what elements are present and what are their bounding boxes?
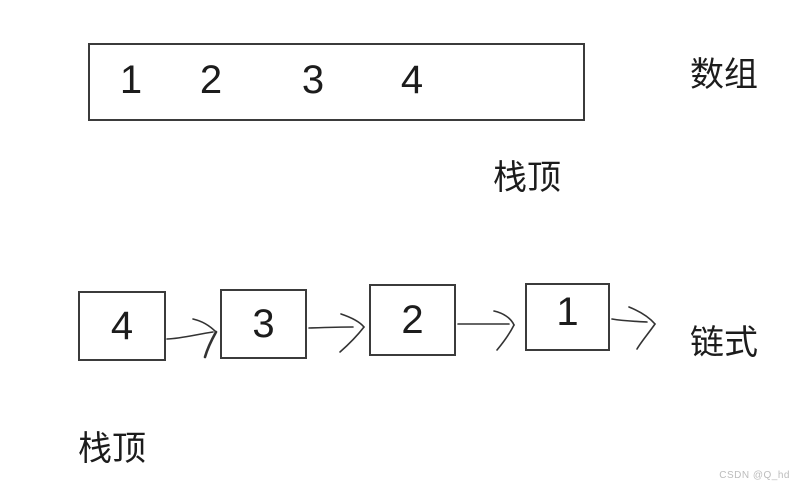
list-node: 4	[78, 291, 166, 361]
list-node: 2	[369, 284, 456, 356]
array-cell: 4	[400, 58, 424, 102]
array-stack-top-label: 栈顶	[493, 159, 561, 197]
list-node-value: 4	[110, 304, 134, 348]
arrow-node3-to-node2	[308, 313, 365, 353]
list-node-value: 3	[252, 302, 275, 346]
arrow-node1-to-end	[611, 306, 656, 350]
linked-stack-top-label: 栈顶	[78, 430, 146, 468]
list-node: 3	[220, 289, 307, 359]
array-rectangle: 1 2 3 4	[88, 43, 585, 121]
list-node-value: 2	[401, 298, 424, 342]
array-cell: 2	[199, 58, 223, 102]
array-cell: 1	[119, 58, 143, 102]
list-node-value: 1	[556, 290, 579, 334]
arrow-node2-to-node1	[457, 310, 515, 351]
linked-list-label: 链式	[690, 324, 758, 362]
list-node: 1	[525, 283, 610, 351]
array-cell: 3	[301, 58, 325, 102]
watermark: CSDN @Q_hd	[719, 470, 790, 481]
arrow-node4-to-node3	[166, 318, 218, 359]
array-label: 数组	[690, 56, 758, 94]
